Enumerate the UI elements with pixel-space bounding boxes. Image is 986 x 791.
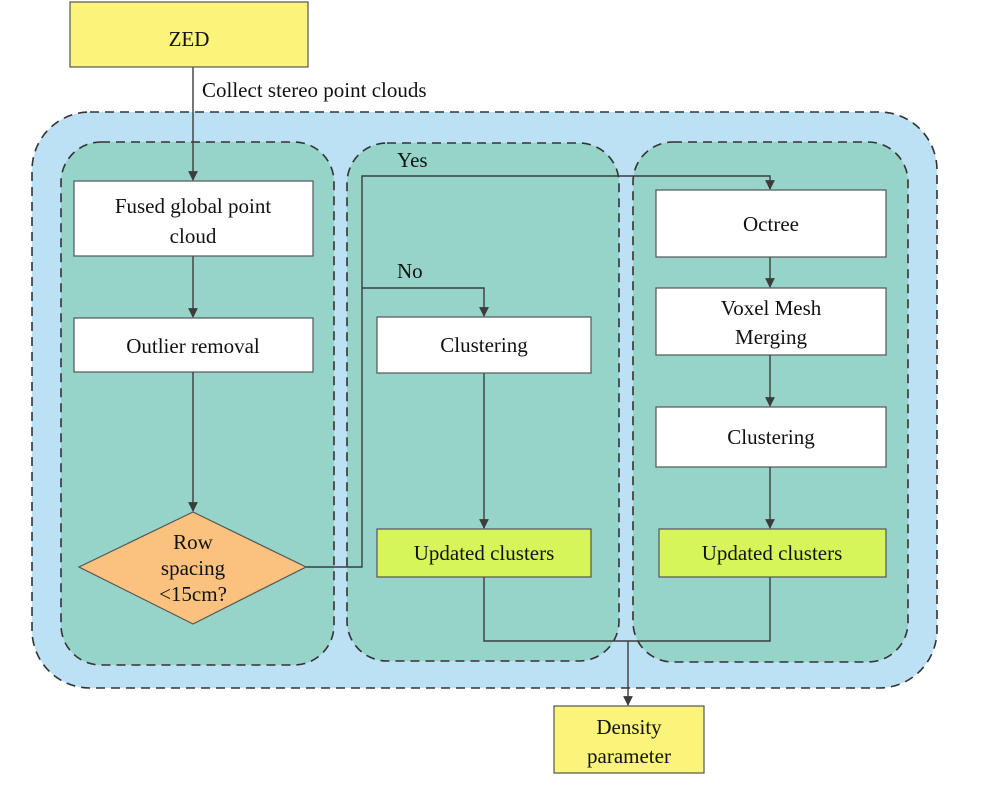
- node-decision-line3: <15cm?: [159, 582, 227, 606]
- panel-preprocessing: [60, 141, 335, 666]
- edge-decision-no-to-clustering: [362, 287, 489, 317]
- edge-label-no: No: [397, 259, 423, 283]
- edge-updated-mid-merge: [483, 577, 628, 642]
- node-clustering-right: Clustering: [655, 406, 887, 468]
- node-updated-right-label: Updated clusters: [702, 541, 843, 565]
- edge-label-yes: Yes: [397, 148, 428, 172]
- node-fused-point-cloud: Fused global point cloud: [73, 180, 314, 257]
- node-clustering-middle-label: Clustering: [440, 333, 528, 357]
- node-fused-label-line2: cloud: [170, 224, 217, 248]
- node-density-line2: parameter: [587, 744, 671, 768]
- node-outlier-label: Outlier removal: [126, 334, 260, 358]
- node-density-parameter: Density parameter: [553, 705, 705, 774]
- node-updated-clusters-middle: Updated clusters: [376, 528, 592, 578]
- node-fused-label-line1: Fused global point: [115, 194, 271, 218]
- node-clustering-right-label: Clustering: [727, 425, 815, 449]
- node-decision-line1: Row: [173, 530, 214, 554]
- node-clustering-middle: Clustering: [376, 316, 592, 374]
- node-decision-row-spacing: Row spacing <15cm?: [77, 511, 308, 625]
- node-updated-middle-label: Updated clusters: [414, 541, 555, 565]
- node-density-line1: Density: [596, 715, 662, 739]
- panel-clustering: [346, 142, 620, 662]
- node-zed: ZED: [69, 1, 309, 68]
- node-updated-clusters-right: Updated clusters: [658, 528, 887, 578]
- node-outlier-removal: Outlier removal: [73, 317, 314, 373]
- node-octree-label: Octree: [743, 212, 799, 236]
- node-voxel-mesh-merging: Voxel Mesh Merging: [655, 287, 887, 356]
- node-zed-label: ZED: [169, 27, 210, 51]
- edge-label-collect: Collect stereo point clouds: [202, 78, 427, 102]
- edge-updated-right-merge: [628, 577, 771, 642]
- node-octree: Octree: [655, 189, 887, 258]
- node-decision-line2: spacing: [161, 556, 226, 580]
- edge-decision-yes-to-octree: [306, 175, 775, 568]
- node-voxel-line1: Voxel Mesh: [721, 296, 822, 320]
- node-voxel-line2: Merging: [735, 325, 807, 349]
